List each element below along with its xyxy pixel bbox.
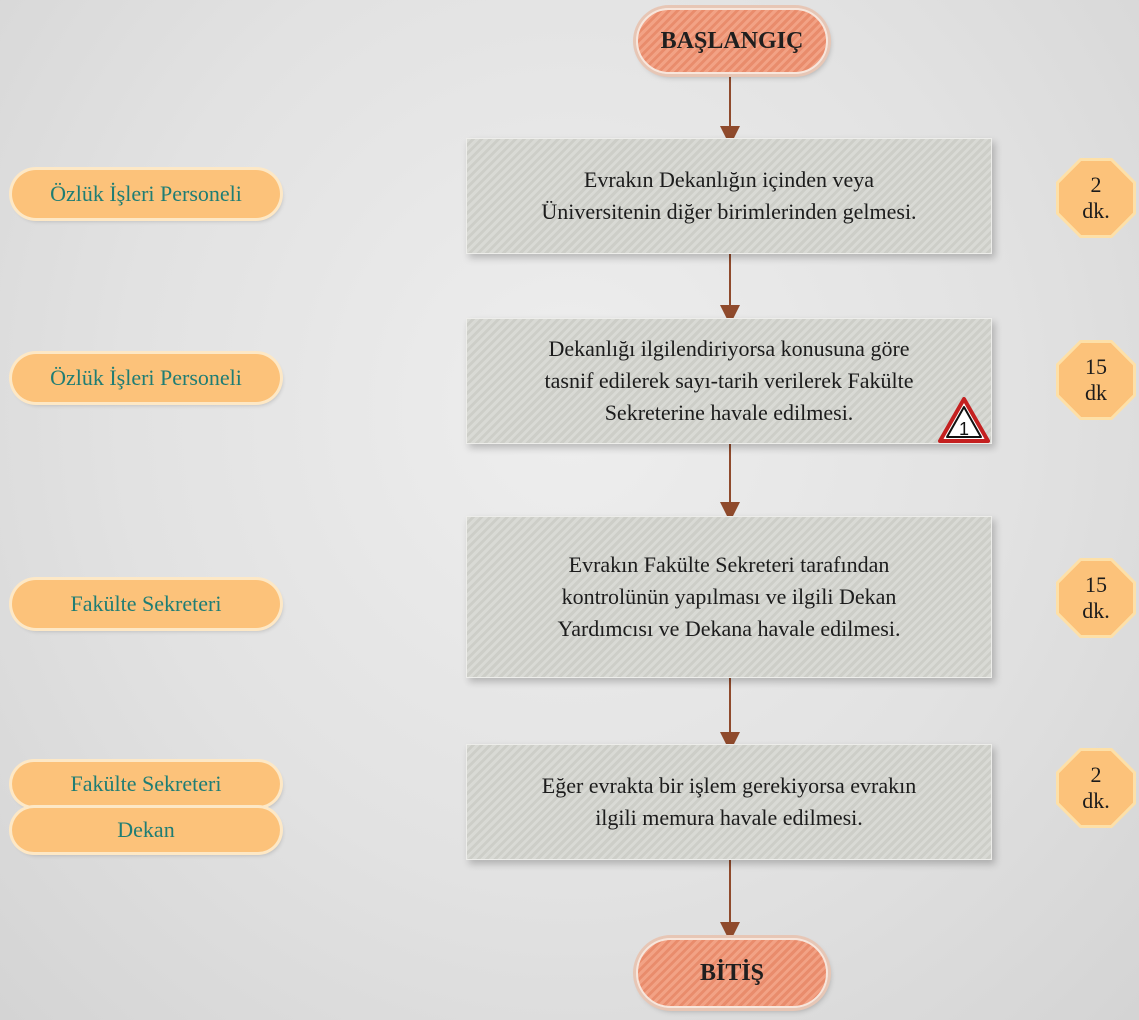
duration-text: 15 dk.	[1082, 572, 1110, 623]
role-pill-step3: Fakülte Sekreteri	[12, 580, 280, 628]
role-pill-step1: Özlük İşleri Personeli	[12, 170, 280, 218]
warning-icon: 1	[938, 397, 990, 443]
duration-text: 2 dk.	[1082, 762, 1110, 813]
process-step-3: Evrakın Fakülte Sekreteri tarafından kon…	[466, 516, 992, 678]
duration-badge-step1: 2 dk.	[1056, 158, 1136, 238]
role-pill-step4-b: Dekan	[12, 808, 280, 852]
step-text: Dekanlığı ilgilendiriyorsa konusuna göre…	[544, 336, 914, 425]
step-text: Eğer evrakta bir işlem gerekiyorsa evrak…	[541, 773, 917, 830]
step-text: Evrakın Fakülte Sekreteri tarafından kon…	[557, 552, 901, 641]
process-step-1: Evrakın Dekanlığın içinden veya Üniversi…	[466, 138, 992, 254]
start-terminal: BAŞLANGIÇ	[636, 8, 828, 74]
end-terminal: BİTİŞ	[636, 938, 828, 1008]
process-step-4: Eğer evrakta bir işlem gerekiyorsa evrak…	[466, 744, 992, 860]
duration-badge-step4: 2 dk.	[1056, 748, 1136, 828]
role-pill-step4-a: Fakülte Sekreteri	[12, 762, 280, 806]
duration-text: 15 dk	[1085, 354, 1107, 405]
role-pill-step2: Özlük İşleri Personeli	[12, 354, 280, 402]
duration-badge-step2: 15 dk	[1056, 340, 1136, 420]
warning-number: 1	[959, 419, 969, 439]
process-step-2: Dekanlığı ilgilendiriyorsa konusuna göre…	[466, 318, 992, 444]
step-text: Evrakın Dekanlığın içinden veya Üniversi…	[541, 167, 917, 224]
duration-text: 2 dk.	[1082, 172, 1110, 223]
duration-badge-step3: 15 dk.	[1056, 558, 1136, 638]
